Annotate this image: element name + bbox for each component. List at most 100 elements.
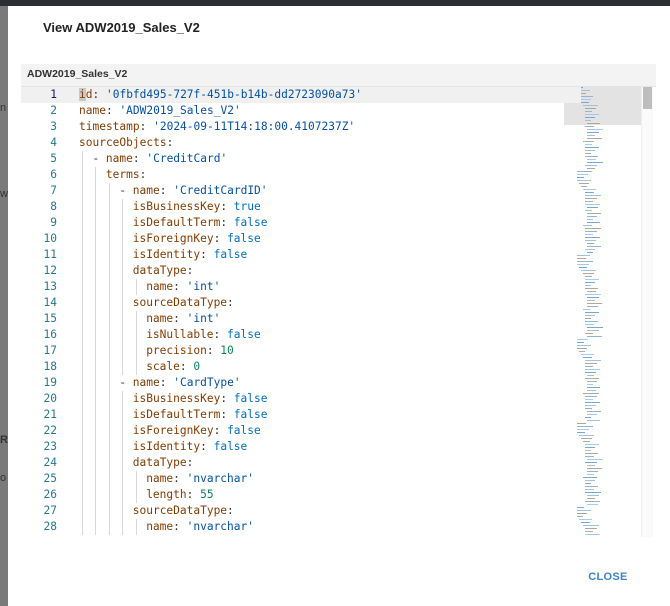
- code-token: scale: [146, 360, 180, 373]
- code-token: :: [173, 280, 187, 293]
- code-token: 'int': [186, 312, 221, 325]
- line-number: 28: [43, 520, 57, 533]
- minimap-line: [583, 309, 590, 310]
- minimap-line: [585, 240, 596, 241]
- code-line[interactable]: 5- name: 'CreditCard': [21, 151, 581, 167]
- minimap-line: [577, 90, 590, 91]
- minimap-line: [579, 351, 585, 352]
- code-line[interactable]: 19- name: 'CardType': [21, 375, 581, 391]
- vertical-scrollbar[interactable]: [641, 87, 653, 537]
- minimap-line: [585, 399, 593, 400]
- code-token: name: [132, 376, 160, 389]
- minimap-line: [585, 312, 599, 313]
- code-token: :: [173, 312, 187, 325]
- minimap-line: [587, 303, 602, 304]
- code-token: isForeignKey: [132, 424, 214, 437]
- code-text: id: '0fbfd495-727f-451b-b14b-dd2723090a7…: [79, 87, 362, 103]
- code-token: 55: [200, 488, 214, 501]
- scrollbar-thumb[interactable]: [643, 87, 652, 109]
- minimap-line: [585, 453, 598, 454]
- minimap-line: [583, 273, 594, 274]
- code-token: :: [173, 472, 187, 485]
- code-token: 'CreditCard': [146, 152, 228, 165]
- minimap-line: [585, 234, 593, 235]
- code-line[interactable]: 6 terms:: [21, 167, 581, 183]
- code-token: :: [200, 440, 214, 453]
- minimap-line: [587, 219, 593, 220]
- selection-highlight: i: [79, 88, 86, 101]
- minimap-line: [585, 228, 601, 229]
- minimap-line: [587, 291, 596, 292]
- minimap-line: [587, 168, 595, 169]
- minimap-line: [585, 408, 592, 409]
- minimap-line: [585, 204, 600, 205]
- code-text: isIdentity: false: [133, 247, 248, 263]
- minimap-line: [587, 414, 597, 415]
- code-token: isIdentity: [132, 440, 201, 453]
- minimap-line: [587, 330, 599, 331]
- code-token: :: [159, 376, 174, 389]
- minimap-line: [585, 456, 594, 457]
- minimap-line: [587, 123, 600, 124]
- line-number: 16: [43, 328, 57, 341]
- code-token: isDefaultTerm: [132, 408, 221, 421]
- minimap-line: [585, 531, 593, 532]
- minimap-line: [587, 162, 603, 163]
- line-number: 2: [50, 104, 57, 117]
- code-line[interactable]: 28 name: 'nvarchar': [21, 519, 581, 535]
- minimap-line: [579, 267, 587, 268]
- minimap-line: [581, 438, 592, 439]
- code-token: :: [186, 488, 201, 501]
- view-model-dialog: View ADW2019_Sales_V2 ADW2019_Sales_V2 1…: [8, 6, 670, 606]
- minimap-line: [585, 195, 601, 196]
- line-number: 6: [50, 168, 57, 181]
- minimap-line: [585, 369, 600, 370]
- backdrop-page-edge: n w R o: [0, 6, 8, 606]
- code-line[interactable]: 7- name: 'CreditCardID': [21, 183, 581, 199]
- code-text: sourceDataType:: [133, 503, 234, 519]
- code-token: sourceDataType: [132, 296, 228, 309]
- minimap-line: [585, 282, 595, 283]
- minimap-line: [587, 132, 599, 133]
- minimap-line: [577, 516, 583, 517]
- minimap-line: [587, 306, 598, 307]
- minimap-line: [581, 102, 589, 103]
- code-token: :: [139, 168, 147, 181]
- minimap-line: [585, 165, 597, 166]
- minimap-line: [583, 525, 599, 526]
- code-text: terms:: [106, 167, 146, 183]
- close-button[interactable]: CLOSE: [588, 571, 628, 583]
- minimap-line: [585, 147, 599, 148]
- minimap-line: [585, 288, 598, 289]
- minimap-line: [577, 177, 584, 178]
- minimap-line: [585, 417, 591, 418]
- code-text: name: 'nvarchar': [146, 519, 254, 535]
- code-token: 'CreditCardID': [173, 184, 268, 197]
- backdrop-text: R: [0, 434, 8, 446]
- minimap[interactable]: [569, 87, 639, 537]
